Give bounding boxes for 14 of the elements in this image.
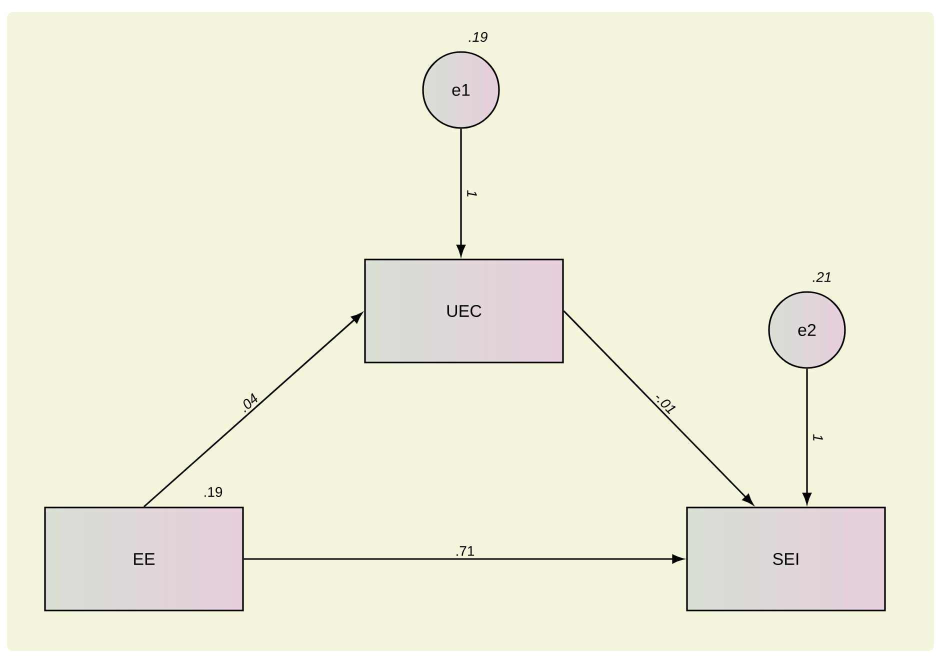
estimate-label: .19 xyxy=(468,32,488,42)
arrow xyxy=(143,312,362,508)
variable-box: SEI xyxy=(686,506,886,612)
estimate-label: .21 xyxy=(812,272,831,282)
arrow xyxy=(244,554,684,564)
edge-label: .71 xyxy=(454,545,476,557)
estimate-label: .19 xyxy=(204,487,222,497)
edge-label: .04 xyxy=(236,391,261,414)
arrow xyxy=(456,128,466,256)
variable-box: UEC xyxy=(364,258,564,364)
arrow xyxy=(802,368,812,504)
arrow xyxy=(563,310,754,506)
variable-box: EE xyxy=(44,506,244,612)
edge-label: -.01 xyxy=(652,390,679,417)
